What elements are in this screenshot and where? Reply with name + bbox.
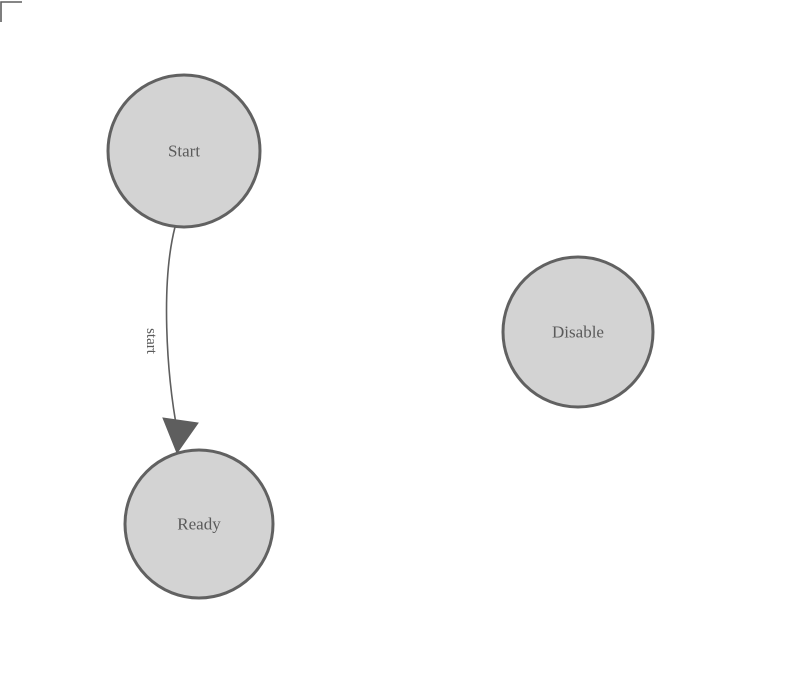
node-ready-circle[interactable] <box>123 448 275 600</box>
node-start-circle[interactable] <box>106 73 262 229</box>
edge-label-start: start <box>143 328 159 355</box>
node-ready-label: Ready <box>177 515 221 534</box>
edge-path <box>165 226 179 436</box>
node-start[interactable]: Start <box>106 73 262 229</box>
node-disable-label: Disable <box>552 323 604 342</box>
canvas-corner-mark-icon <box>0 1 22 22</box>
node-disable-circle[interactable] <box>501 255 655 409</box>
node-disable[interactable]: Disable <box>501 255 655 409</box>
node-ready[interactable]: Ready <box>123 448 275 600</box>
node-start-label: Start <box>168 142 200 161</box>
arrowhead-icon <box>162 417 199 455</box>
edge-start-to-ready[interactable]: start <box>143 226 199 455</box>
